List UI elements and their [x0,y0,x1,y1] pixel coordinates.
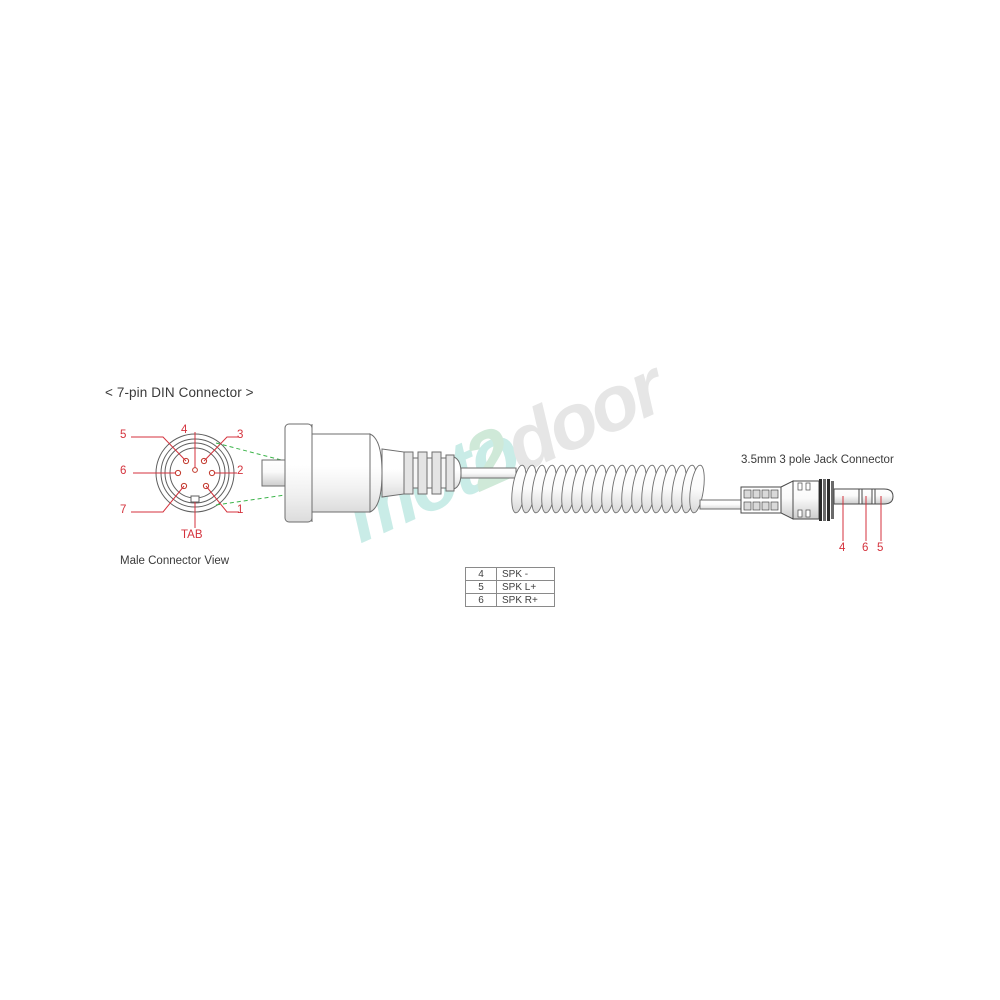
male-connector-view-caption: Male Connector View [120,555,230,567]
din-pin-leader-lines [131,432,239,528]
din-pin-label-3: 3 [237,429,244,441]
din-pin-label-7: 7 [120,504,127,516]
table-row: 6 SPK R+ [465,593,555,607]
din-pin-label-5: 5 [120,429,127,441]
strain-relief-ribs [381,448,462,498]
table-row: 4 SPK - [465,567,555,581]
jack-pin-leader-lines [842,496,882,541]
jack-connector-title: 3.5mm 3 pole Jack Connector [741,454,894,466]
din-pin-label-1: 1 [237,504,244,516]
page-title: < 7-pin DIN Connector > [105,385,254,400]
din-connector-icon [261,423,517,523]
table-cell-signal: SPK R+ [496,593,555,607]
table-cell-pin: 5 [465,580,497,594]
table-cell-pin: 4 [465,567,497,581]
table-row: 5 SPK L+ [465,580,555,594]
table-cell-pin: 6 [465,593,497,607]
pin-mapping-table: 4 SPK - 5 SPK L+ 6 SPK R+ [465,567,555,607]
jack-plug-icon [740,479,894,521]
projection-dashed-lines [215,442,286,506]
din-pin-label-2: 2 [237,465,244,477]
coiled-cable-icon [511,464,705,514]
table-cell-signal: SPK L+ [496,580,555,594]
din-pin-label-4: 4 [181,424,188,436]
din-pin-label-6: 6 [120,465,127,477]
jack-pin-label-ring: 6 [862,542,869,554]
jack-pin-label-sleeve: 4 [839,542,846,554]
tab-label: TAB [181,529,203,541]
pin-mapping-table-body: 4 SPK - 5 SPK L+ 6 SPK R+ [465,567,555,607]
jack-pin-label-tip: 5 [877,542,884,554]
cable-to-jack [699,499,742,510]
table-cell-signal: SPK - [496,567,555,581]
